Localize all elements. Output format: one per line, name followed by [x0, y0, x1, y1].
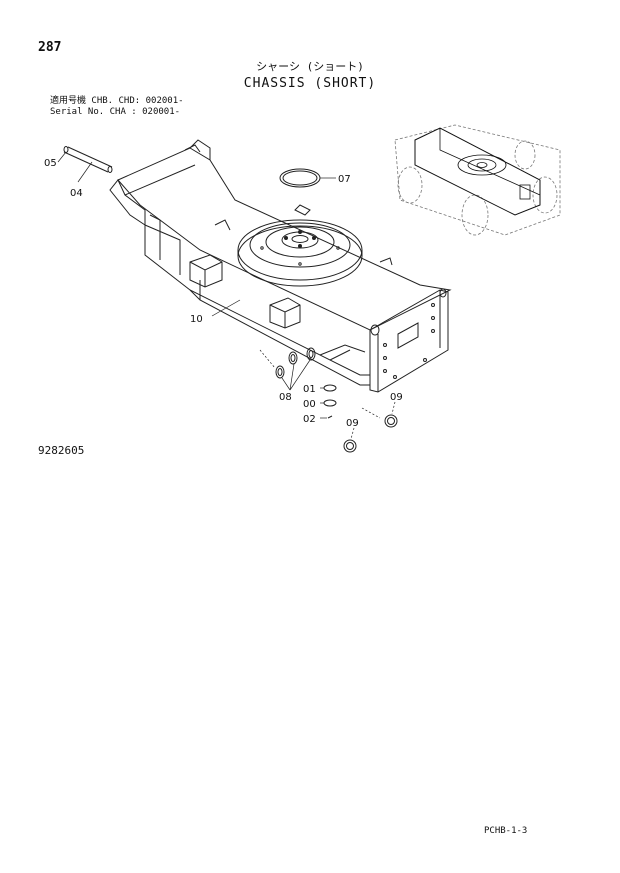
- callout-01: 01: [303, 384, 316, 395]
- callout-02: 02: [303, 414, 316, 425]
- title-english: CHASSIS (SHORT): [243, 76, 377, 91]
- bushings-part-08: [275, 347, 316, 379]
- serial-number-line: Serial No. CHA : 020001-: [50, 107, 181, 117]
- leader-lines: [57, 151, 396, 440]
- pin-part-04: [63, 146, 113, 173]
- drawing-number: 9282605: [38, 444, 85, 457]
- inset-machine-view: [394, 124, 561, 236]
- callout-09-lower: 09: [346, 418, 359, 429]
- callout-09-right: 09: [390, 392, 403, 403]
- callout-04: 04: [70, 188, 83, 199]
- callout-07: 07: [338, 174, 351, 185]
- bushings-part-09: [343, 414, 398, 453]
- callout-10: 10: [190, 314, 203, 325]
- title-japanese: シャーシ (ショート): [256, 60, 364, 73]
- callout-05: 05: [44, 158, 57, 169]
- small-parts-01-00-02: [323, 384, 337, 419]
- page-code: PCHB-1-3: [484, 826, 528, 836]
- serial-applicability-line: 適用号機 CHB. CHD: 002001-: [50, 96, 184, 106]
- callout-00: 00: [303, 399, 316, 410]
- slewing-ring-bearing: [237, 219, 363, 287]
- callout-08: 08: [279, 392, 292, 403]
- ring-seal-part-07: [279, 168, 321, 188]
- callout-labels: 05 04 07 10 01 00 02 08 09 09: [44, 158, 403, 429]
- chassis-frame-part-10: [109, 139, 452, 393]
- page-number: 287: [38, 40, 62, 55]
